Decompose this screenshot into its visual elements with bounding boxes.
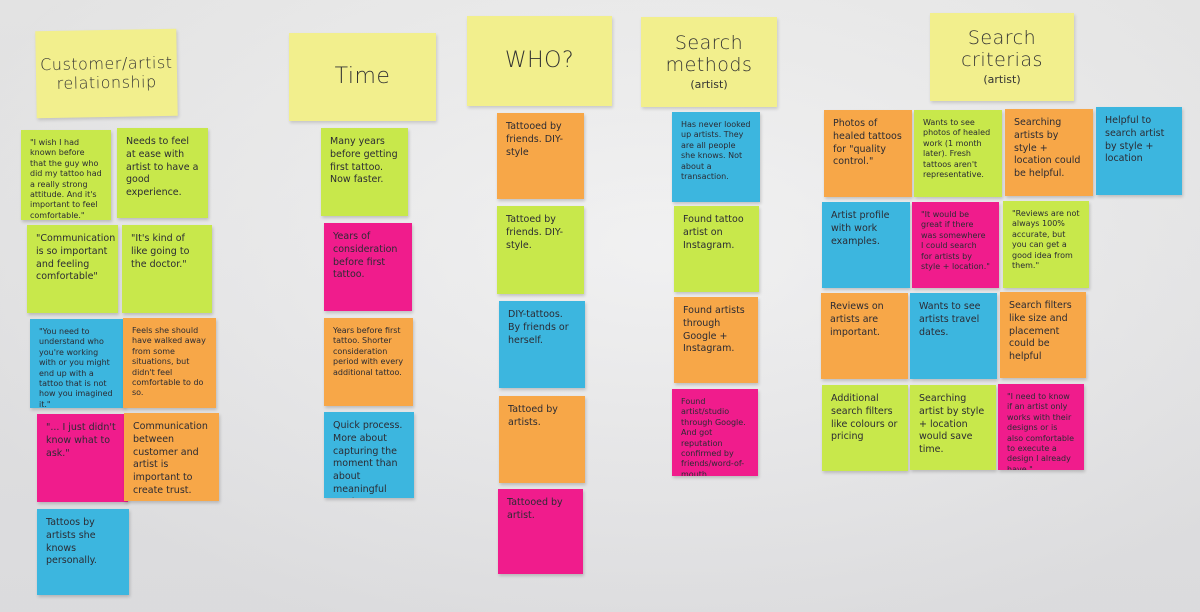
sticky-note: Many years before getting first tattoo. … xyxy=(321,128,408,216)
sticky-note: Feels she should have walked away from s… xyxy=(123,318,216,408)
sticky-note: DIY-tattoos. By friends or herself. xyxy=(499,301,585,388)
header-title: Customer/artist relationship xyxy=(39,52,173,93)
sticky-note: Tattoos by artists she knows personally. xyxy=(37,509,129,595)
header-title: Search criterias xyxy=(961,26,1043,71)
sticky-note: Tattooed by artist. xyxy=(498,489,583,574)
sticky-note: Found artists through Google + Instagram… xyxy=(674,297,758,383)
header-who: WHO? xyxy=(467,16,612,106)
header-title: Search methods xyxy=(665,31,753,76)
sticky-note: Years before first tattoo. Shorter consi… xyxy=(324,318,413,406)
header-search-methods: Search methods (artist) xyxy=(641,17,777,107)
sticky-note: Photos of healed tattoos for "quality co… xyxy=(824,110,912,197)
sticky-note: "I need to know if an artist only works … xyxy=(998,384,1084,470)
sticky-note: Searching artist by style + location wou… xyxy=(910,385,996,470)
sticky-note: Wants to see artists travel dates. xyxy=(910,293,997,379)
sticky-note: Found artist/studio through Google. And … xyxy=(672,389,758,476)
sticky-note: "Communication is so important and feeli… xyxy=(27,225,118,313)
sticky-note: "You need to understand who you're worki… xyxy=(30,319,125,408)
sticky-note: Reviews on artists are important. xyxy=(821,293,908,379)
sticky-note: Wants to see photos of healed work (1 mo… xyxy=(914,110,1002,197)
sticky-note: "I wish I had known before that the guy … xyxy=(21,130,111,220)
sticky-note: Searching artists by style + location co… xyxy=(1005,109,1093,196)
sticky-note: Found tattoo artist on Instagram. xyxy=(674,206,759,292)
sticky-note: Search filters like size and placement c… xyxy=(1000,292,1086,378)
header-customer-artist-relationship: Customer/artist relationship xyxy=(35,28,178,119)
sticky-note: "Reviews are not always 100% accurate, b… xyxy=(1003,201,1089,288)
sticky-note: Additional search filters like colours o… xyxy=(822,385,908,471)
sticky-note: Has never looked up artists. They are al… xyxy=(672,112,760,202)
sticky-note: Tattooed by friends. DIY-style xyxy=(497,113,584,199)
sticky-note: Artist profile with work examples. xyxy=(822,202,910,288)
header-title: WHO? xyxy=(504,48,575,74)
header-time: Time xyxy=(289,33,436,121)
sticky-note: "It would be great if there was somewher… xyxy=(912,202,999,288)
sticky-note: "... I just didn't know what to ask." xyxy=(37,414,128,502)
header-title: Time xyxy=(334,64,391,90)
sticky-note: Years of consideration before first tatt… xyxy=(324,223,412,311)
sticky-note: Tattoed by friends. DIY-style. xyxy=(497,206,584,294)
sticky-note: Tattoed by artists. xyxy=(499,396,585,483)
sticky-note: Quick process. More about capturing the … xyxy=(324,412,414,498)
header-subtitle: (artist) xyxy=(983,73,1021,87)
sticky-note: "It's kind of like going to the doctor." xyxy=(122,225,212,313)
sticky-note: Communication between customer and artis… xyxy=(124,413,219,501)
sticky-note: Needs to feel at ease with artist to hav… xyxy=(117,128,208,218)
sticky-note: Helpful to search artist by style + loca… xyxy=(1096,107,1182,195)
header-subtitle: (artist) xyxy=(690,78,728,92)
header-search-criterias: Search criterias (artist) xyxy=(930,13,1074,101)
